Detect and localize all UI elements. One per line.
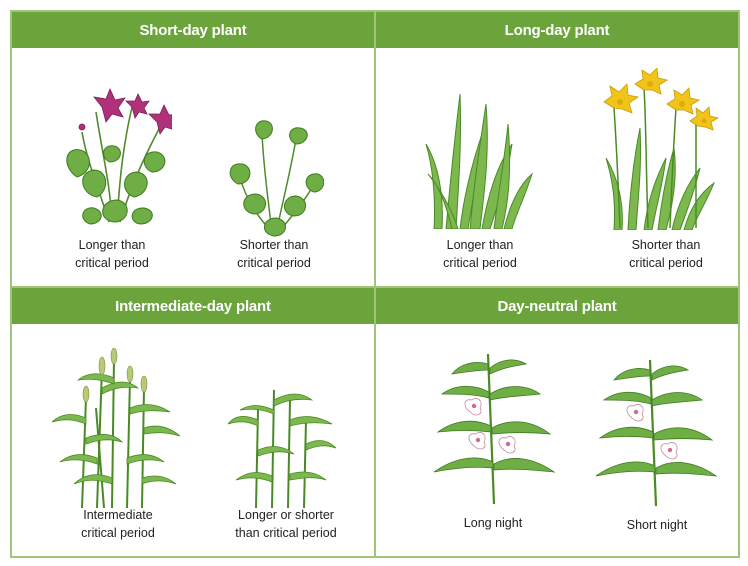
daffodil-flowering-icon <box>600 68 720 230</box>
daffodil-leaves-icon <box>424 84 534 229</box>
photoperiod-grid: Short-day plant <box>10 10 740 558</box>
grass-leafy-icon <box>228 380 338 508</box>
caption-left: Longer than critical period <box>52 236 172 272</box>
caption-line: Shorter than <box>214 236 334 254</box>
caption-left: Longer than critical period <box>420 236 540 272</box>
caption-line: Intermediate <box>58 506 178 524</box>
caption-line: critical period <box>214 254 334 272</box>
caption-right: Shorter than critical period <box>606 236 726 272</box>
caption-line: critical period <box>52 254 172 272</box>
panel-title: Intermediate-day plant <box>12 288 374 324</box>
violet-flowering-icon <box>62 72 172 237</box>
panel-title: Long-day plant <box>376 12 738 48</box>
caption-line: Short night <box>602 516 712 534</box>
caption-right: Shorter than critical period <box>214 236 334 272</box>
balsam-plant-icon <box>430 354 556 504</box>
caption-line: than critical period <box>220 524 352 542</box>
caption-line: Longer than <box>52 236 172 254</box>
caption-line: Long night <box>438 514 548 532</box>
caption-right: Longer or shorter than critical period <box>220 506 352 542</box>
caption-line: Longer or shorter <box>220 506 352 524</box>
caption-line: Shorter than <box>606 236 726 254</box>
panel-title: Short-day plant <box>12 12 374 48</box>
panel-day-neutral: Day-neutral plant Long night <box>376 288 738 556</box>
panel-short-day: Short-day plant <box>12 12 376 288</box>
caption-right: Short night <box>602 516 712 534</box>
panel-long-day: Long-day plant Longer than critical peri… <box>376 12 738 288</box>
grass-flowering-icon <box>52 348 182 508</box>
violet-leafy-icon <box>224 114 324 239</box>
panel-title: Day-neutral plant <box>376 288 738 324</box>
caption-left: Intermediate critical period <box>58 506 178 542</box>
caption-line: critical period <box>58 524 178 542</box>
caption-left: Long night <box>438 514 548 532</box>
caption-line: Longer than <box>420 236 540 254</box>
panel-intermediate-day: Intermediate-day plant <box>12 288 376 556</box>
balsam-plant-icon <box>592 360 718 506</box>
caption-line: critical period <box>420 254 540 272</box>
caption-line: critical period <box>606 254 726 272</box>
